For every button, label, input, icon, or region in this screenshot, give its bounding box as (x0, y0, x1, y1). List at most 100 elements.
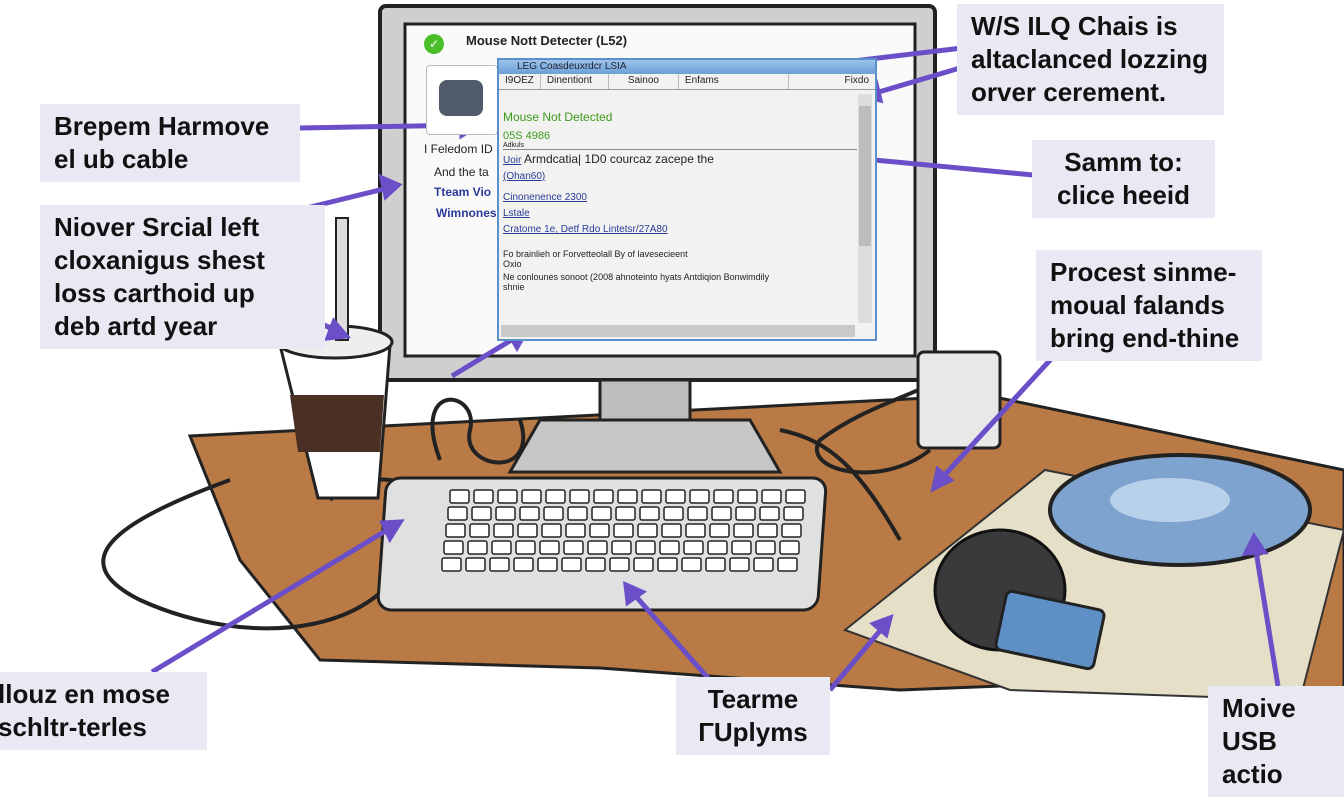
keyboard-key (467, 540, 488, 555)
left-item[interactable]: Tteam Vio (434, 185, 492, 199)
monitor-base (507, 418, 783, 474)
sub-label: Adkuls (503, 142, 857, 150)
dialog-heading: Mouse Not Detected (503, 110, 613, 124)
keyboard-key (561, 557, 582, 572)
keyboard-key (617, 489, 638, 504)
keyboard-key (707, 540, 728, 555)
keyboard-key (779, 540, 800, 555)
vertical-scrollbar[interactable] (858, 94, 872, 323)
left-item: And the ta (434, 165, 489, 179)
keyboard-key (447, 506, 468, 521)
keyboard-key (611, 540, 632, 555)
keyboard-key (497, 489, 518, 504)
keyboard-key (757, 523, 778, 538)
link[interactable]: (Ohan60) (503, 171, 546, 182)
keyboard-key (753, 557, 774, 572)
keyboard-key (491, 540, 512, 555)
keyboard-key (567, 506, 588, 521)
keyboard-key (713, 489, 734, 504)
keyboard-key (591, 506, 612, 521)
keyboard-key (449, 489, 470, 504)
keyboard-key (543, 506, 564, 521)
keyboard-key (709, 523, 730, 538)
keyboard-key (705, 557, 726, 572)
para: shnie (503, 282, 525, 292)
keyboard-key (537, 557, 558, 572)
summary-line: Uoir Armdcatia| 1D0 courcaz zacepe the (503, 152, 855, 166)
para: Ne conlounes sonoot (2008 ahnoteinto hya… (503, 272, 770, 282)
keyboard-key (665, 489, 686, 504)
dialog-title: LEG Coasdeuxrdcr LSIA (499, 60, 875, 74)
keyboard-key (681, 557, 702, 572)
keyboard-key (517, 523, 538, 538)
link[interactable]: Lstale (503, 208, 530, 219)
keyboard-key (661, 523, 682, 538)
keyboard-key (465, 557, 486, 572)
keyboard-key (513, 557, 534, 572)
tab[interactable]: I9OEZ (499, 74, 541, 89)
keyboard-key (637, 523, 658, 538)
link[interactable]: Cratome 1e, Detf Rdo Lintetsr/27A80 (503, 224, 668, 235)
dialog-tabs: I9OEZ Dinentiont Sainoo Enfams Fixdo (499, 74, 875, 90)
keyboard-key (633, 557, 654, 572)
tab[interactable]: Dinentiont (541, 74, 609, 89)
keyboard-key (687, 506, 708, 521)
keyboard-key (441, 557, 462, 572)
keyboard-key (515, 540, 536, 555)
horizontal-scrollbar[interactable] (501, 325, 855, 337)
usb-device (994, 589, 1106, 671)
keyboard-key (541, 523, 562, 538)
keyboard-key (519, 506, 540, 521)
keyboard-key (521, 489, 542, 504)
link[interactable]: Cinonenence 2300 (503, 192, 587, 203)
error-code: 05S 4986 (503, 130, 551, 142)
straw (335, 217, 349, 341)
keyboard-key (777, 557, 798, 572)
tab[interactable]: Enfams (679, 74, 789, 89)
app-status-icon: ✓ (424, 34, 444, 54)
tab[interactable]: Fixdo (844, 75, 869, 86)
keyboard-key (587, 540, 608, 555)
keyboard-key (761, 489, 782, 504)
keyboard-key (569, 489, 590, 504)
app-title: Mouse Nott Detecter (L52) (466, 33, 628, 48)
keyboard-key (539, 540, 560, 555)
keyboard-key (685, 523, 706, 538)
keyboard-key (783, 506, 804, 521)
keyboard-key (735, 506, 756, 521)
keyboard-key (495, 506, 516, 521)
keyboard-key (609, 557, 630, 572)
keyboard-key (565, 523, 586, 538)
keyboard-key (635, 540, 656, 555)
cable (430, 397, 526, 465)
tab[interactable]: Sainoo (609, 74, 679, 89)
keyboard-key (689, 489, 710, 504)
keyboard-key (545, 489, 566, 504)
keyboard-key (473, 489, 494, 504)
keyboard-key (639, 506, 660, 521)
keyboard-key (613, 523, 634, 538)
para: Fo brainlieh or Forvetteolall By of lave… (503, 249, 688, 259)
usb-hub (916, 350, 1002, 450)
arrows (150, 45, 1281, 692)
keyboard-key (445, 523, 466, 538)
keyboard-key (443, 540, 464, 555)
keyboard-key (785, 489, 806, 504)
keyboard-key (733, 523, 754, 538)
keyboard-key (641, 489, 662, 504)
keyboard-key (589, 523, 610, 538)
summary-prefix[interactable]: Uoir (503, 155, 522, 166)
keyboard-key (759, 506, 780, 521)
keyboard-key (585, 557, 606, 572)
keyboard-key (489, 557, 510, 572)
cable (779, 378, 941, 541)
summary-text: Armdcatia| 1D0 courcaz zacepe the (524, 152, 714, 166)
left-item[interactable]: Wimnones (436, 206, 497, 220)
